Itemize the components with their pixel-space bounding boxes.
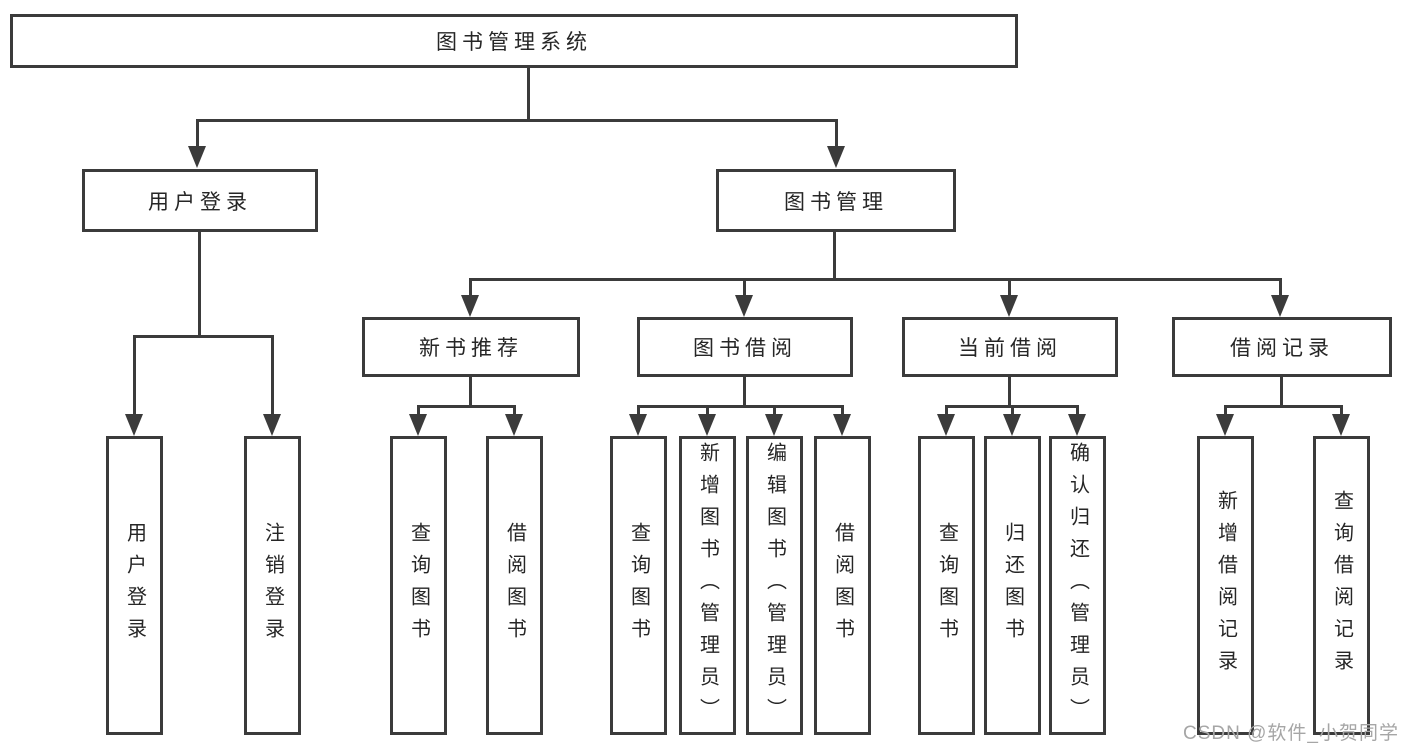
node-label: 归还图书	[1001, 521, 1024, 650]
node-label: 查询图书	[935, 521, 958, 650]
connector-line	[1008, 278, 1011, 300]
arrow-down-icon	[409, 414, 427, 436]
connector-line	[198, 232, 201, 335]
node-current-borrow: 当前借阅	[902, 317, 1118, 377]
arrow-down-icon	[833, 414, 851, 436]
connector-line	[835, 119, 838, 152]
arrow-down-icon	[937, 414, 955, 436]
node-book-borrow: 图书借阅	[637, 317, 853, 377]
connector-line	[271, 335, 274, 416]
node-user-login: 用户登录	[82, 169, 318, 232]
arrow-down-icon	[1216, 414, 1234, 436]
connector-line	[513, 405, 516, 418]
arrow-down-icon	[125, 414, 143, 436]
connector-line	[417, 405, 515, 408]
node-label: 注销登录	[261, 521, 284, 650]
leaf-bb-query-book: 查询图书	[610, 436, 667, 735]
node-label: 查询借阅记录	[1330, 489, 1353, 682]
arrow-down-icon	[735, 295, 753, 317]
connector-line	[1011, 405, 1014, 418]
node-label: 查询图书	[627, 521, 650, 650]
connector-line	[196, 119, 199, 152]
node-label: 新书推荐	[419, 337, 523, 360]
connector-line	[469, 278, 472, 300]
connector-line	[417, 405, 420, 418]
arrow-down-icon	[765, 414, 783, 436]
connector-line	[1280, 377, 1283, 405]
node-root: 图书管理系统	[10, 14, 1018, 68]
node-book-mgmt: 图书管理	[716, 169, 956, 232]
leaf-bb-borrow-book: 借阅图书	[814, 436, 871, 735]
connector-line	[1340, 405, 1343, 418]
connector-line	[773, 405, 776, 418]
connector-line	[1008, 377, 1011, 405]
node-label: 新增借阅记录	[1214, 489, 1237, 682]
node-borrow-record: 借阅记录	[1172, 317, 1392, 377]
connector-line	[469, 278, 1282, 281]
connector-line	[133, 335, 136, 416]
connector-line	[469, 377, 472, 405]
leaf-bb-add-book: 新增图书（管理员）	[679, 436, 736, 735]
arrow-down-icon	[188, 146, 206, 168]
leaf-logout: 注销登录	[244, 436, 301, 735]
leaf-login: 用户登录	[106, 436, 163, 735]
node-label: 借阅图书	[503, 521, 526, 650]
connector-line	[527, 68, 530, 119]
node-label: 确认归还（管理员）	[1066, 441, 1089, 730]
connector-line	[637, 405, 844, 408]
node-new-book-rec: 新书推荐	[362, 317, 580, 377]
connector-line	[841, 405, 844, 418]
arrow-down-icon	[461, 295, 479, 317]
arrow-down-icon	[827, 146, 845, 168]
node-label: 借阅图书	[831, 521, 854, 650]
arrow-down-icon	[505, 414, 523, 436]
arrow-down-icon	[629, 414, 647, 436]
leaf-cb-confirm-return: 确认归还（管理员）	[1049, 436, 1106, 735]
connector-line	[743, 377, 746, 405]
arrow-down-icon	[1332, 414, 1350, 436]
connector-line	[833, 232, 836, 278]
connector-line	[1279, 278, 1282, 300]
node-label: 图书管理系统	[436, 31, 592, 54]
leaf-br-query-record: 查询借阅记录	[1313, 436, 1370, 735]
node-label: 用户登录	[123, 521, 146, 650]
arrow-down-icon	[1003, 414, 1021, 436]
connector-line	[945, 405, 948, 418]
connector-line	[196, 119, 837, 122]
node-label: 借阅记录	[1230, 337, 1334, 360]
leaf-cb-query-book: 查询图书	[918, 436, 975, 735]
arrow-down-icon	[263, 414, 281, 436]
connector-line	[1076, 405, 1079, 418]
connector-line	[743, 278, 746, 300]
arrow-down-icon	[1000, 295, 1018, 317]
node-label: 新增图书（管理员）	[696, 441, 719, 730]
node-label: 图书管理	[784, 190, 888, 214]
arrow-down-icon	[1068, 414, 1086, 436]
connector-line	[706, 405, 709, 418]
connector-line	[637, 405, 640, 418]
connector-line	[1224, 405, 1343, 408]
node-label: 当前借阅	[958, 337, 1062, 360]
leaf-rec-query-book: 查询图书	[390, 436, 447, 735]
arrow-down-icon	[1271, 295, 1289, 317]
node-label: 用户登录	[148, 190, 252, 214]
connector-line	[133, 335, 274, 338]
leaf-bb-edit-book: 编辑图书（管理员）	[746, 436, 803, 735]
arrow-down-icon	[698, 414, 716, 436]
leaf-rec-borrow-book: 借阅图书	[486, 436, 543, 735]
node-label: 编辑图书（管理员）	[763, 441, 786, 730]
connector-line	[1224, 405, 1227, 418]
node-label: 图书借阅	[693, 337, 797, 360]
node-label: 查询图书	[407, 521, 430, 650]
leaf-br-add-record: 新增借阅记录	[1197, 436, 1254, 735]
csdn-watermark: CSDN @软件_小贺同学	[1183, 723, 1399, 744]
leaf-cb-return-book: 归还图书	[984, 436, 1041, 735]
